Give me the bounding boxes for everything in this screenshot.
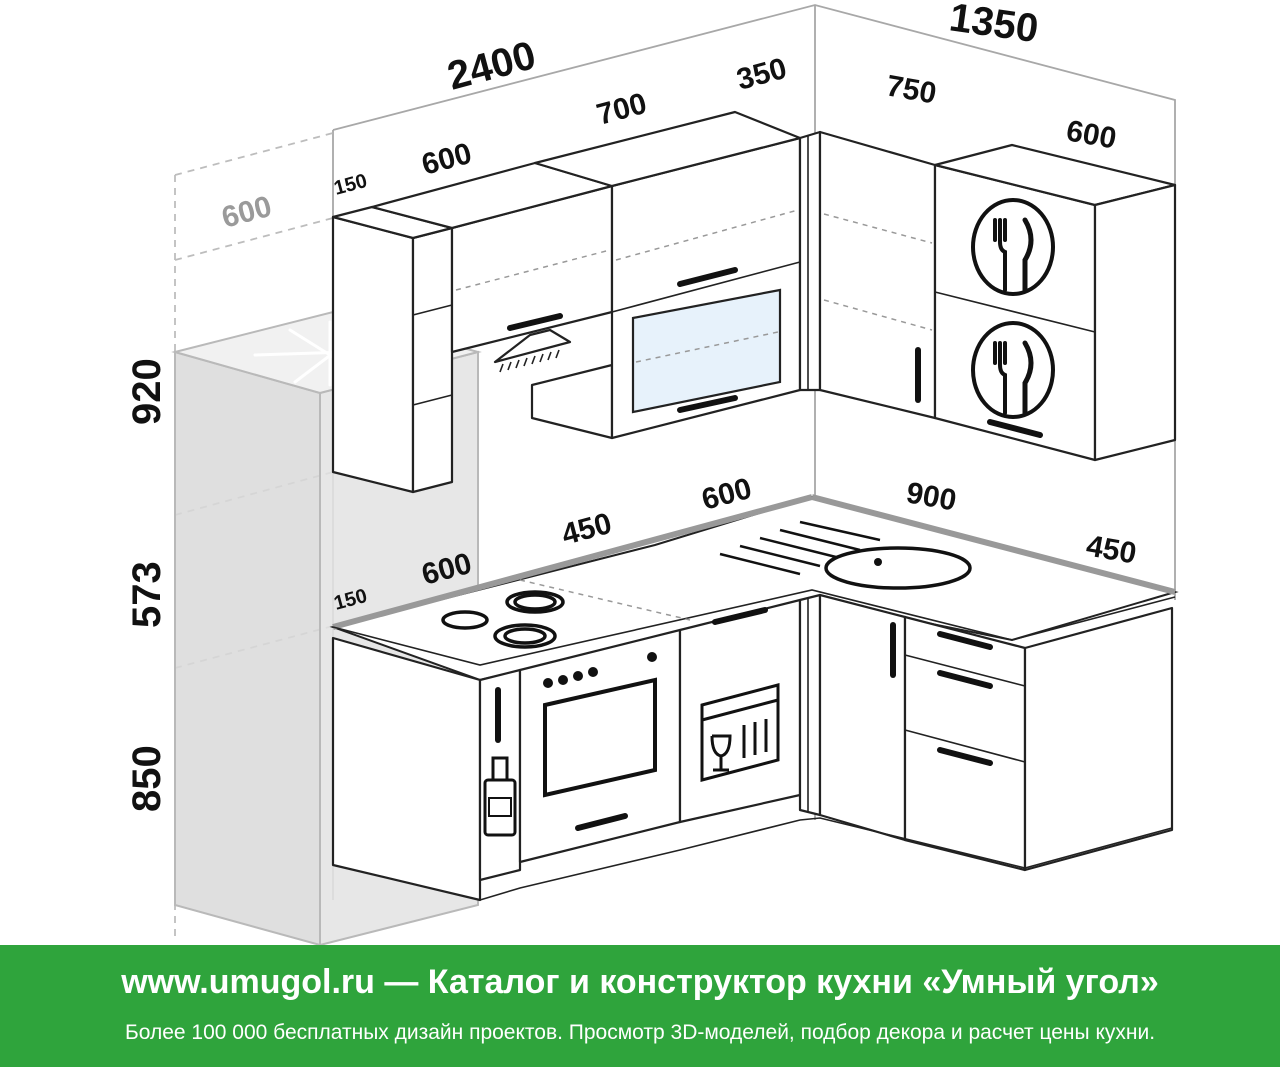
base-corner-column bbox=[798, 593, 822, 817]
upper-shelf-unit bbox=[331, 205, 454, 494]
sink bbox=[719, 520, 972, 590]
hob bbox=[441, 590, 565, 649]
upper-corner-column bbox=[798, 130, 822, 392]
dim-base-dishwasher: 600 bbox=[698, 472, 755, 517]
dim-height-mid: 573 bbox=[125, 561, 169, 628]
dim-upper-right-corner: 750 bbox=[884, 69, 939, 110]
base-corner-cabinet bbox=[818, 593, 907, 842]
footer-title[interactable]: www.umugol.ru — Каталог и конструктор ку… bbox=[121, 963, 1159, 1001]
dim-base-corner: 900 bbox=[904, 476, 959, 517]
base-dishwasher bbox=[678, 598, 802, 824]
footer-subtitle: Более 100 000 бесплатных дизайн проектов… bbox=[124, 1021, 1156, 1044]
upper-oven-cabinet bbox=[533, 110, 802, 440]
dish-icon bbox=[700, 683, 780, 782]
kitchen-diagram: 2400 1350 150 600 700 350 750 600 600 92… bbox=[125, 0, 1179, 945]
hood-icon bbox=[493, 328, 572, 373]
dim-upper-oven: 700 bbox=[593, 87, 650, 132]
dim-base-hob: 450 bbox=[558, 507, 615, 552]
base-left-panel bbox=[331, 636, 522, 902]
footer-banner: www.umugol.ru — Каталог и конструктор ку… bbox=[0, 945, 1280, 1067]
dim-base-end: 450 bbox=[1084, 529, 1139, 570]
dim-upper-right-end: 600 bbox=[1064, 114, 1119, 155]
dim-fridge-depth: 600 bbox=[218, 190, 275, 235]
bottle-icon bbox=[483, 756, 517, 837]
upper-right-end-cabinet bbox=[933, 143, 1177, 462]
base-oven-cabinet bbox=[518, 628, 682, 864]
base-drawer-unit bbox=[903, 606, 1174, 872]
dim-height-base: 850 bbox=[125, 745, 169, 812]
dim-upper-hood: 600 bbox=[418, 137, 475, 182]
upper-right-cabinet bbox=[818, 130, 937, 420]
cutlery-icon bbox=[971, 321, 1055, 419]
dim-upper-gap: 150 bbox=[332, 170, 370, 200]
upper-hood-cabinet bbox=[370, 161, 614, 440]
dim-height-upper: 920 bbox=[125, 358, 169, 425]
cutlery-icon bbox=[971, 198, 1055, 296]
dim-upper-corner: 350 bbox=[733, 52, 790, 97]
plinth bbox=[479, 817, 1173, 901]
